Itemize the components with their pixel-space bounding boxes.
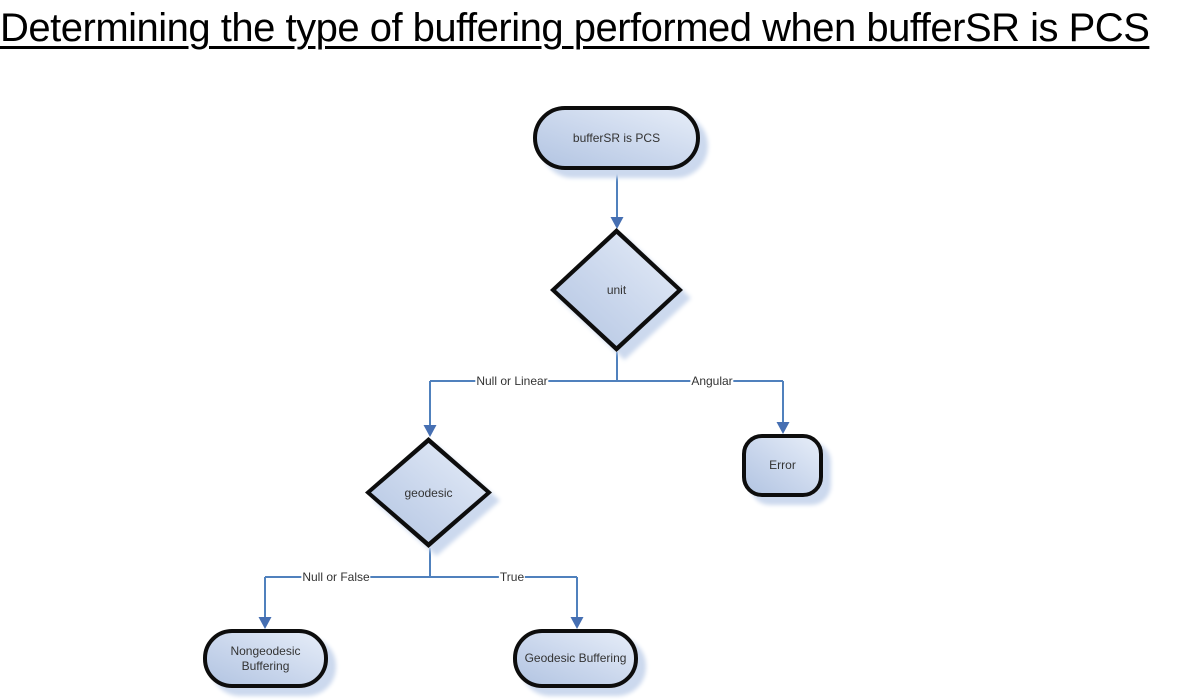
node-geodesic-decision: geodesic <box>365 437 492 548</box>
node-unit-decision: unit <box>550 228 683 352</box>
node-label: geodesic <box>404 485 453 500</box>
node-label: Nongeodesic Buffering <box>230 643 301 673</box>
node-buffersr-is-pcs: bufferSR is PCS <box>533 106 700 170</box>
edge-label-null-or-linear: Null or Linear <box>475 374 549 388</box>
node-error: Error <box>742 434 823 497</box>
diamond-fill: geodesic <box>371 443 486 542</box>
connector-segments <box>264 170 784 618</box>
arrow-down-icon <box>610 217 624 229</box>
edge-label-true: True <box>498 570 526 584</box>
node-label: Geodesic Buffering <box>524 651 627 665</box>
edge-label-angular: Angular <box>690 374 734 388</box>
arrow-down-icon <box>776 422 790 434</box>
node-label: unit <box>606 283 627 297</box>
page-title: Determining the type of buffering perfor… <box>0 6 1150 50</box>
arrow-down-icon <box>423 425 437 437</box>
node-geodesic-buffering: Geodesic Buffering <box>513 629 638 688</box>
node-nongeodesic-buffering: Nongeodesic Buffering <box>203 629 328 688</box>
arrowhead-icons <box>258 217 790 629</box>
node-label: Error <box>769 458 796 472</box>
diamond-fill: unit <box>556 234 677 346</box>
arrow-down-icon <box>570 617 584 629</box>
arrow-down-icon <box>258 617 272 629</box>
node-label: bufferSR is PCS <box>572 130 661 145</box>
edge-label-null-or-false: Null or False <box>301 570 371 584</box>
